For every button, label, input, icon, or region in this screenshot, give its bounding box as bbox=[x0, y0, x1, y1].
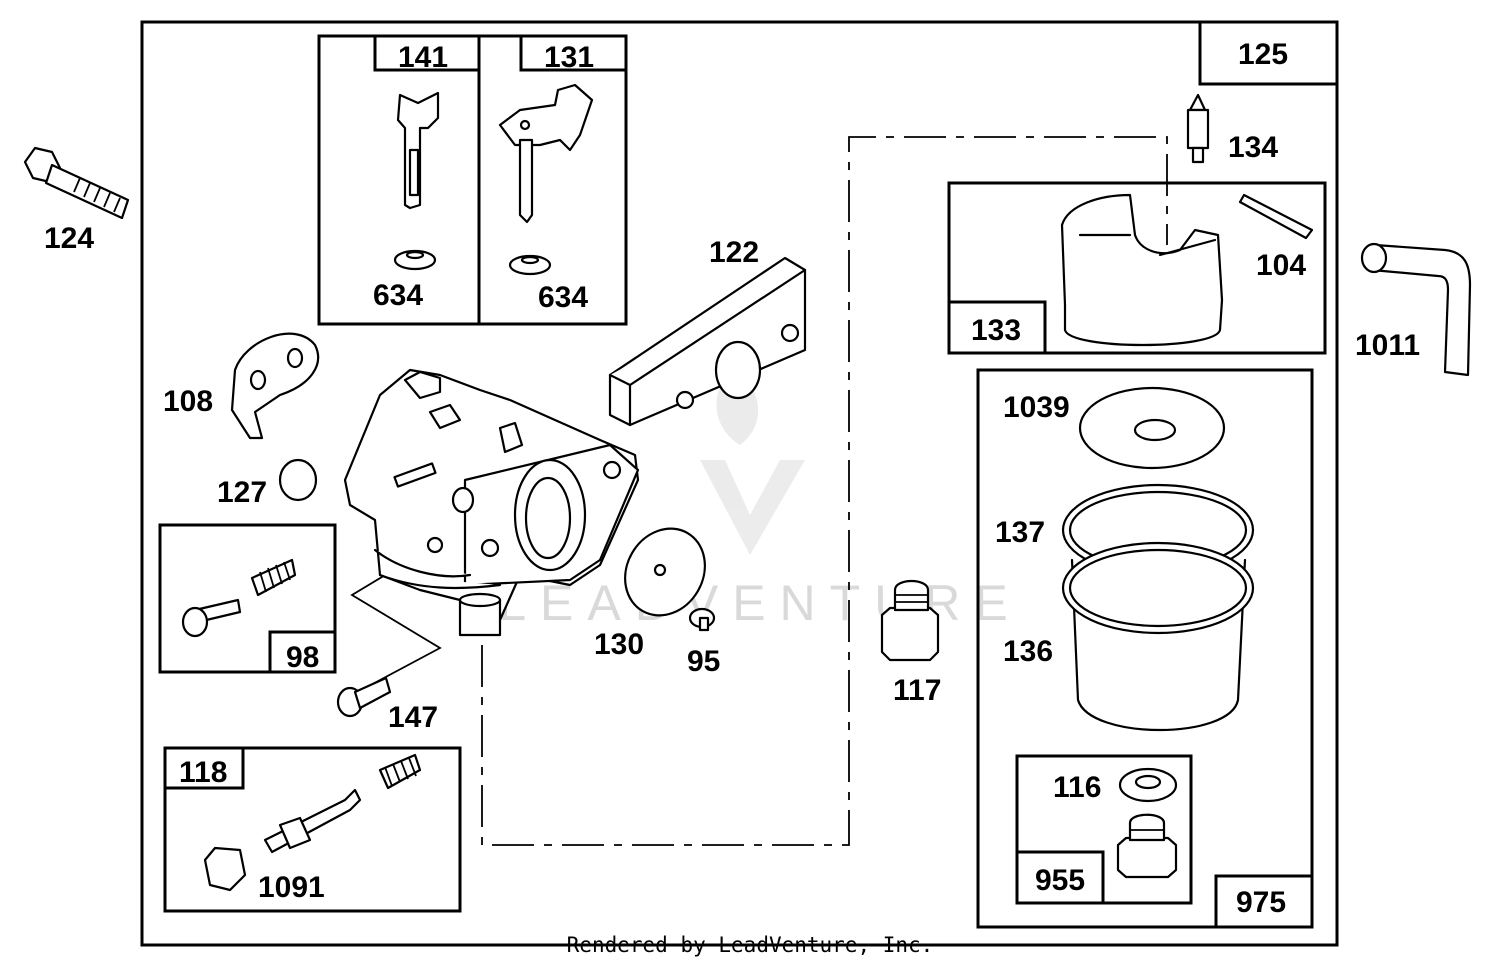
group-133-box bbox=[947, 181, 1327, 355]
callout-634-a[interactable]: 634 bbox=[373, 279, 423, 312]
callout-147[interactable]: 147 bbox=[388, 701, 438, 734]
callout-133[interactable]: 133 bbox=[971, 314, 1021, 347]
part-122-gasket-spacer bbox=[608, 256, 807, 427]
callout-108[interactable]: 108 bbox=[163, 385, 213, 418]
callout-1011[interactable]: 1011 bbox=[1355, 329, 1420, 362]
callout-118[interactable]: 118 bbox=[179, 756, 227, 789]
connector-line bbox=[481, 136, 1168, 846]
callout-1091[interactable]: 1091 bbox=[258, 871, 325, 904]
part-1039-bowl-gasket bbox=[1078, 386, 1226, 470]
callout-1039[interactable]: 1039 bbox=[1003, 391, 1070, 424]
callout-137[interactable]: 137 bbox=[995, 516, 1045, 549]
part-137-136-float-bowl bbox=[1061, 483, 1255, 731]
tag-131-box bbox=[519, 34, 628, 72]
callout-136[interactable]: 136 bbox=[1003, 635, 1053, 668]
part-127-plug bbox=[278, 458, 318, 502]
callout-634-b[interactable]: 634 bbox=[538, 281, 588, 314]
watermark-logo bbox=[700, 365, 805, 555]
part-1011-hose bbox=[1360, 242, 1472, 377]
callout-134[interactable]: 134 bbox=[1228, 131, 1278, 164]
part-141-choke-shaft bbox=[393, 91, 440, 271]
tag-118-box bbox=[163, 746, 245, 790]
tag-975-box bbox=[1214, 874, 1314, 929]
group-975-box bbox=[976, 368, 1314, 929]
callout-130[interactable]: 130 bbox=[594, 628, 644, 661]
callout-117[interactable]: 117 bbox=[893, 674, 941, 707]
part-133-float bbox=[1060, 193, 1224, 347]
part-955-bowl-bolt bbox=[1116, 813, 1178, 879]
callout-955[interactable]: 955 bbox=[1035, 864, 1085, 897]
callout-125[interactable]: 125 bbox=[1238, 38, 1288, 71]
callout-95[interactable]: 95 bbox=[687, 645, 720, 678]
tag-955-box bbox=[1015, 850, 1105, 905]
outer-frame bbox=[140, 20, 1339, 947]
group-118-box bbox=[163, 746, 462, 913]
part-98-screw-spring bbox=[181, 558, 297, 638]
callout-975[interactable]: 975 bbox=[1236, 886, 1286, 919]
part-118-needle-kit bbox=[203, 753, 422, 892]
callout-122[interactable]: 122 bbox=[709, 236, 759, 269]
part-130-throttle-plate bbox=[624, 527, 706, 617]
part-131-throttle-shaft bbox=[498, 83, 594, 276]
group-98-box bbox=[158, 523, 337, 674]
part-108-choke-plate bbox=[230, 332, 320, 440]
callout-104[interactable]: 104 bbox=[1256, 249, 1306, 282]
part-117-fitting bbox=[880, 579, 940, 662]
callout-141[interactable]: 141 bbox=[398, 41, 448, 74]
part-134-inlet-needle bbox=[1186, 93, 1210, 164]
part-147-idle-screw bbox=[336, 676, 392, 718]
part-124-bolt bbox=[23, 146, 130, 220]
callout-124[interactable]: 124 bbox=[44, 222, 94, 255]
callout-131[interactable]: 131 bbox=[544, 41, 594, 74]
tag-125-box bbox=[1198, 20, 1339, 86]
callout-116[interactable]: 116 bbox=[1053, 771, 1101, 804]
watermark-text: LEADVENTURE bbox=[498, 575, 1022, 631]
carburetor-body bbox=[343, 368, 640, 637]
part-95-screw bbox=[688, 607, 716, 632]
tag-141-box bbox=[373, 34, 481, 72]
part-116-washer bbox=[1118, 767, 1178, 803]
part-104-hinge-pin bbox=[1238, 193, 1314, 240]
callout-127[interactable]: 127 bbox=[217, 476, 267, 509]
credit-text: Rendered by LeadVenture, Inc. bbox=[567, 933, 934, 957]
tag-133-box bbox=[947, 300, 1047, 355]
tag-98-box bbox=[268, 630, 337, 674]
callout-98[interactable]: 98 bbox=[286, 641, 319, 674]
